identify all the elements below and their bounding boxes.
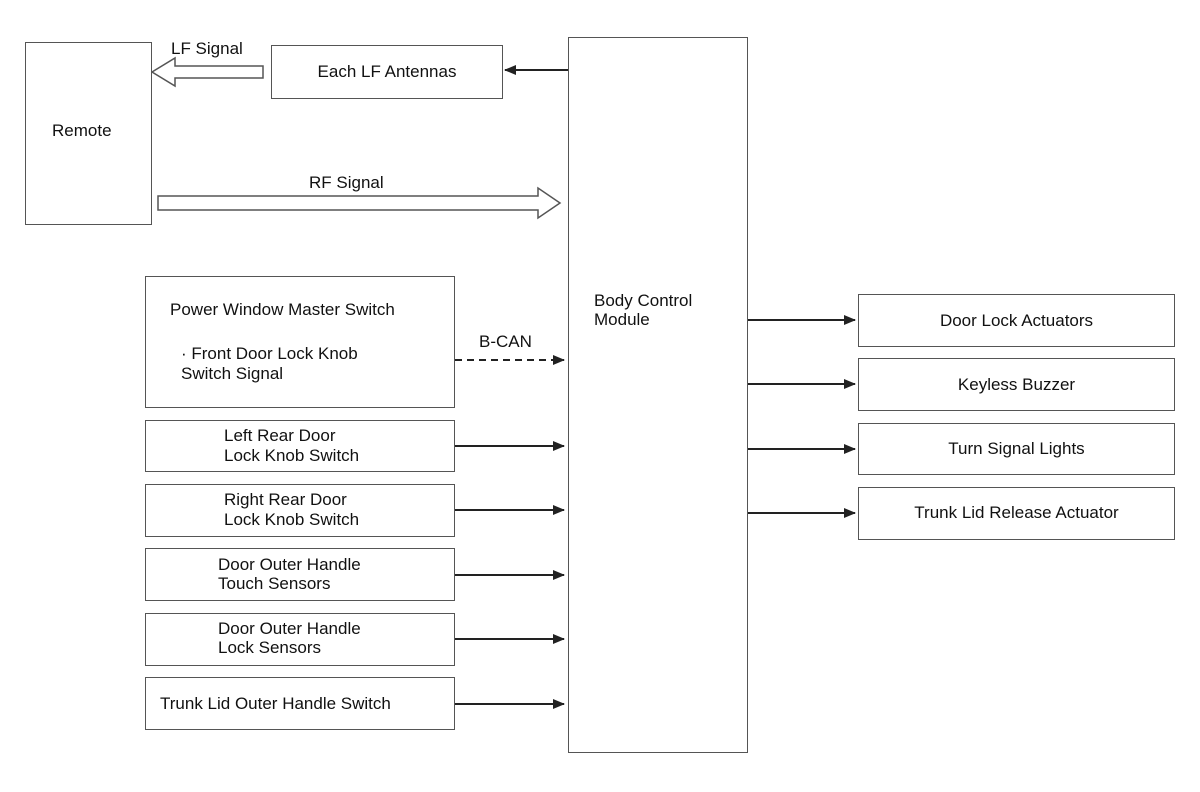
- pwms-sub2: Switch Signal: [181, 364, 284, 383]
- input-right-rear-line1: Right Rear Door: [224, 490, 347, 509]
- lf-signal-arrow: [150, 56, 264, 88]
- input-touch-sensors-line2: Touch Sensors: [218, 574, 331, 593]
- output-box-turn-signal: [858, 423, 1175, 475]
- input-box-lock-sensors: [145, 613, 455, 666]
- rf-signal-arrow: [157, 186, 562, 220]
- input-lock-sensors-line2: Lock Sensors: [218, 638, 321, 657]
- input-box-right-rear: [145, 484, 455, 537]
- lf-signal-label: LF Signal: [171, 39, 243, 58]
- output-door-lock-label: Door Lock Actuators: [939, 311, 1094, 330]
- input-touch-sensors-line1: Door Outer Handle: [218, 555, 361, 574]
- antennas-box: [271, 45, 503, 99]
- remote-label: Remote: [52, 121, 112, 140]
- input-left-rear-line2: Lock Knob Switch: [224, 446, 360, 465]
- input-box-trunk-switch: [145, 677, 455, 730]
- bcm-label-line1: Body Control: [594, 291, 693, 310]
- output-trunk-release-label: Trunk Lid Release Actuator: [914, 503, 1119, 522]
- bcm-box: [568, 37, 748, 753]
- pwms-title: Power Window Master Switch: [170, 300, 395, 319]
- output-turn-signal-label: Turn Signal Lights: [948, 439, 1085, 458]
- input-lock-sensors-line1: Door Outer Handle: [218, 619, 361, 638]
- power-window-master-switch-box: [145, 276, 455, 408]
- input-box-left-rear: [145, 420, 455, 472]
- output-box-door-lock: [858, 294, 1175, 347]
- remote-box: [25, 42, 152, 225]
- rf-signal-label: RF Signal: [309, 173, 384, 192]
- output-box-trunk-release: [858, 487, 1175, 540]
- output-box-buzzer: [858, 358, 1175, 411]
- input-box-touch-sensors: [145, 548, 455, 601]
- input-left-rear-line1: Left Rear Door: [224, 426, 336, 445]
- input-trunk-switch-label: Trunk Lid Outer Handle Switch: [160, 694, 391, 713]
- antennas-label: Each LF Antennas: [317, 62, 457, 81]
- bcm-label-line2: Module: [594, 310, 650, 329]
- pwms-sub1: · Front Door Lock Knob: [181, 344, 358, 363]
- bcan-label: B-CAN: [479, 332, 532, 351]
- input-right-rear-line2: Lock Knob Switch: [224, 510, 360, 529]
- output-buzzer-label: Keyless Buzzer: [957, 375, 1076, 394]
